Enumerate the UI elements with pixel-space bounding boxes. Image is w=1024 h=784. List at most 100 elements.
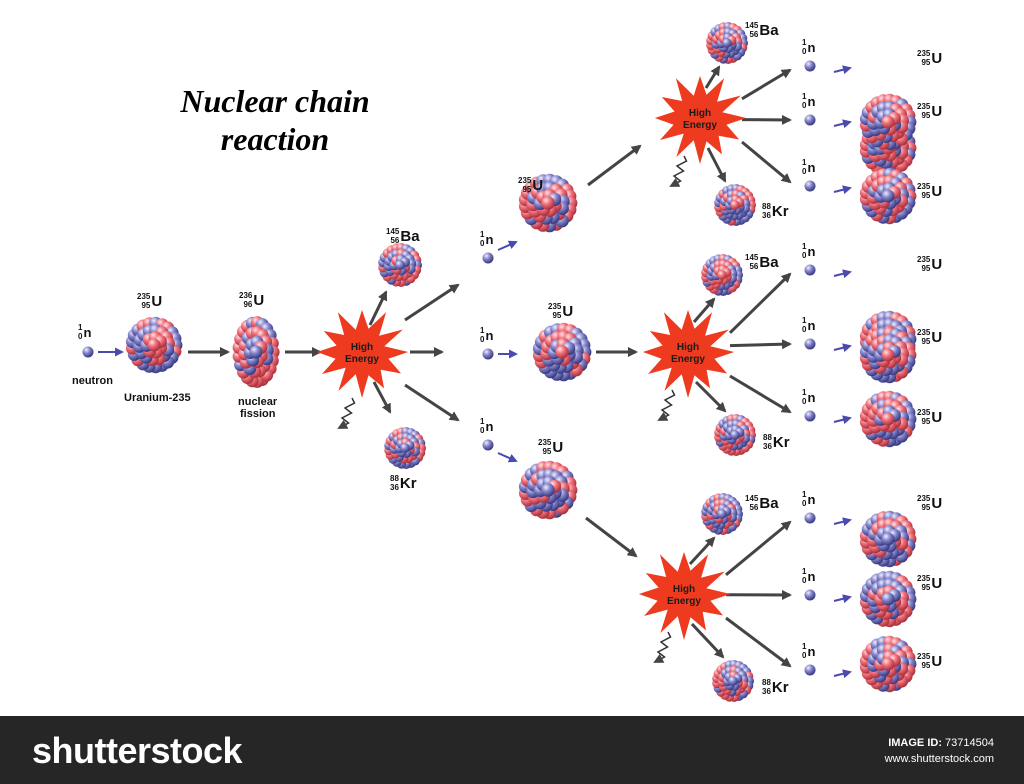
element-symbol: n xyxy=(807,243,816,259)
element-symbol: n xyxy=(485,327,494,343)
element-symbol: Kr xyxy=(771,202,789,220)
nucleon xyxy=(541,483,555,497)
mass-number: 235 xyxy=(518,176,532,185)
burst-label-high: High xyxy=(351,342,373,353)
uranium-235-nucleus xyxy=(859,167,917,225)
mass-number: 235 xyxy=(917,328,931,337)
atomic-number: 0 xyxy=(802,101,807,110)
neutron-motion-arrow xyxy=(497,240,518,251)
neutron-out-arrow xyxy=(404,383,460,422)
neutron-motion-arrow xyxy=(833,119,852,129)
atomic-number: 95 xyxy=(141,301,151,310)
element-symbol: U xyxy=(151,292,163,310)
site-url: www.shutterstock.com xyxy=(884,753,994,765)
krypton-nucleus xyxy=(712,660,754,702)
atomic-number: 0 xyxy=(802,651,807,660)
element-symbol: U xyxy=(931,49,943,67)
krypton-nucleus xyxy=(714,184,756,226)
product-arrow-ba xyxy=(692,297,716,323)
barium-nucleus xyxy=(706,22,748,64)
product-arrow-ba xyxy=(368,290,388,326)
atomic-number: 36 xyxy=(762,687,771,696)
uranium-235-nucleus xyxy=(859,570,917,628)
mass-number: 1 xyxy=(802,388,807,397)
mass-number: 145 xyxy=(745,253,759,262)
neutron-motion-arrow xyxy=(833,669,852,679)
diagram-title: Nuclear chain reaction xyxy=(140,82,410,158)
mass-number: 235 xyxy=(917,102,931,111)
element-symbol: n xyxy=(807,491,816,507)
title-line-1: Nuclear chain xyxy=(180,83,370,119)
mass-number: 235 xyxy=(548,302,562,311)
neutron-motion-arrow xyxy=(833,415,852,425)
neutron-motion-arrow xyxy=(833,185,852,195)
mass-number: 145 xyxy=(386,227,400,236)
nucleon xyxy=(881,412,895,426)
atomic-number: 0 xyxy=(802,499,807,508)
neutron-out-arrow xyxy=(729,374,792,414)
arrow-layer xyxy=(98,65,852,679)
energy-burst xyxy=(654,76,747,164)
neutron-out-arrow xyxy=(741,140,792,184)
nucleon xyxy=(730,430,740,440)
mass-number: 235 xyxy=(917,494,931,503)
mass-number: 1 xyxy=(802,316,807,325)
nucleon xyxy=(400,443,410,453)
burst-label-high: High xyxy=(677,342,699,353)
barium-nucleus xyxy=(701,253,743,297)
burst-label-energy: Energy xyxy=(683,120,717,131)
burst-label-energy: Energy xyxy=(671,354,705,365)
mass-number: 235 xyxy=(917,652,931,661)
third-gen-neutron xyxy=(804,664,816,676)
element-symbol: n xyxy=(807,568,816,584)
neutron-out-arrow xyxy=(725,616,792,668)
footer-bar: shutterstock IMAGE ID: 73714504 www.shut… xyxy=(0,716,1024,784)
mass-number: 1 xyxy=(480,417,485,426)
brand-logo: shutterstock xyxy=(32,730,243,771)
atomic-number: 95 xyxy=(921,191,931,200)
nucleon xyxy=(728,676,738,686)
neutron-out-arrow xyxy=(404,283,460,322)
image-id-label: IMAGE ID: xyxy=(888,737,942,749)
atomic-number: 95 xyxy=(921,337,931,346)
mass-number: 235 xyxy=(538,438,552,447)
reaction-arrow xyxy=(585,516,638,558)
krypton-nucleus xyxy=(714,414,756,457)
title-line-2: reaction xyxy=(220,121,330,157)
element-symbol: n xyxy=(807,159,816,175)
atomic-number: 0 xyxy=(480,335,485,344)
atomic-number: 0 xyxy=(78,332,83,341)
mass-number: 235 xyxy=(917,182,931,191)
atomic-number: 95 xyxy=(552,311,562,320)
atomic-number: 95 xyxy=(921,583,931,592)
mass-number: 1 xyxy=(802,38,807,47)
gamma-ray-wave xyxy=(657,389,676,421)
uranium-235-nucleus xyxy=(859,510,917,568)
nucleus-layer xyxy=(82,22,917,702)
atomic-number: 0 xyxy=(802,167,807,176)
uranium-caption: Uranium-235 xyxy=(124,392,191,404)
burst-label-energy: Energy xyxy=(667,596,701,607)
krypton-nucleus xyxy=(384,427,427,470)
